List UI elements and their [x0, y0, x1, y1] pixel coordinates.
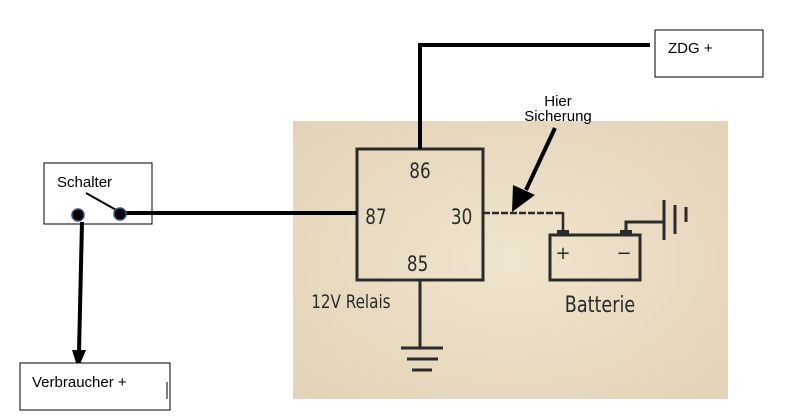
load-arrow-icon — [72, 221, 86, 369]
battery-title: Batterie — [565, 292, 635, 317]
sicherung-label: Sicherung — [524, 108, 592, 125]
verbraucher-label: Verbraucher + — [32, 374, 127, 391]
zdg-wire — [418, 43, 650, 149]
battery-ground-icon — [624, 200, 688, 240]
switch-contact-right — [113, 207, 127, 221]
verbraucher-box — [19, 362, 171, 411]
zdg-label: ZDG + — [668, 40, 713, 57]
pin-87-label: 87 — [365, 205, 386, 229]
schalter-label: Schalter — [57, 174, 112, 191]
pin-85-label: 85 — [407, 252, 428, 276]
battery: + − Batterie — [548, 230, 642, 318]
hier-label: Hier — [544, 93, 572, 110]
battery-minus-label: − — [616, 243, 631, 264]
battery-minus-terminal — [620, 230, 632, 235]
relay-title: 12V Relais — [311, 291, 390, 313]
pin-30-label: 30 — [451, 205, 472, 229]
fuse-arrow-icon — [512, 127, 557, 212]
switch-lever-icon — [85, 192, 119, 212]
battery-icon — [548, 233, 642, 282]
schematic-background — [293, 121, 728, 399]
pin-86-label: 86 — [409, 159, 430, 183]
switch-contact-left — [71, 208, 85, 222]
relay-ground-icon — [401, 280, 443, 372]
battery-plus-terminal — [557, 230, 569, 235]
battery-plus-label: + — [555, 243, 570, 264]
zdg-box — [654, 29, 764, 78]
